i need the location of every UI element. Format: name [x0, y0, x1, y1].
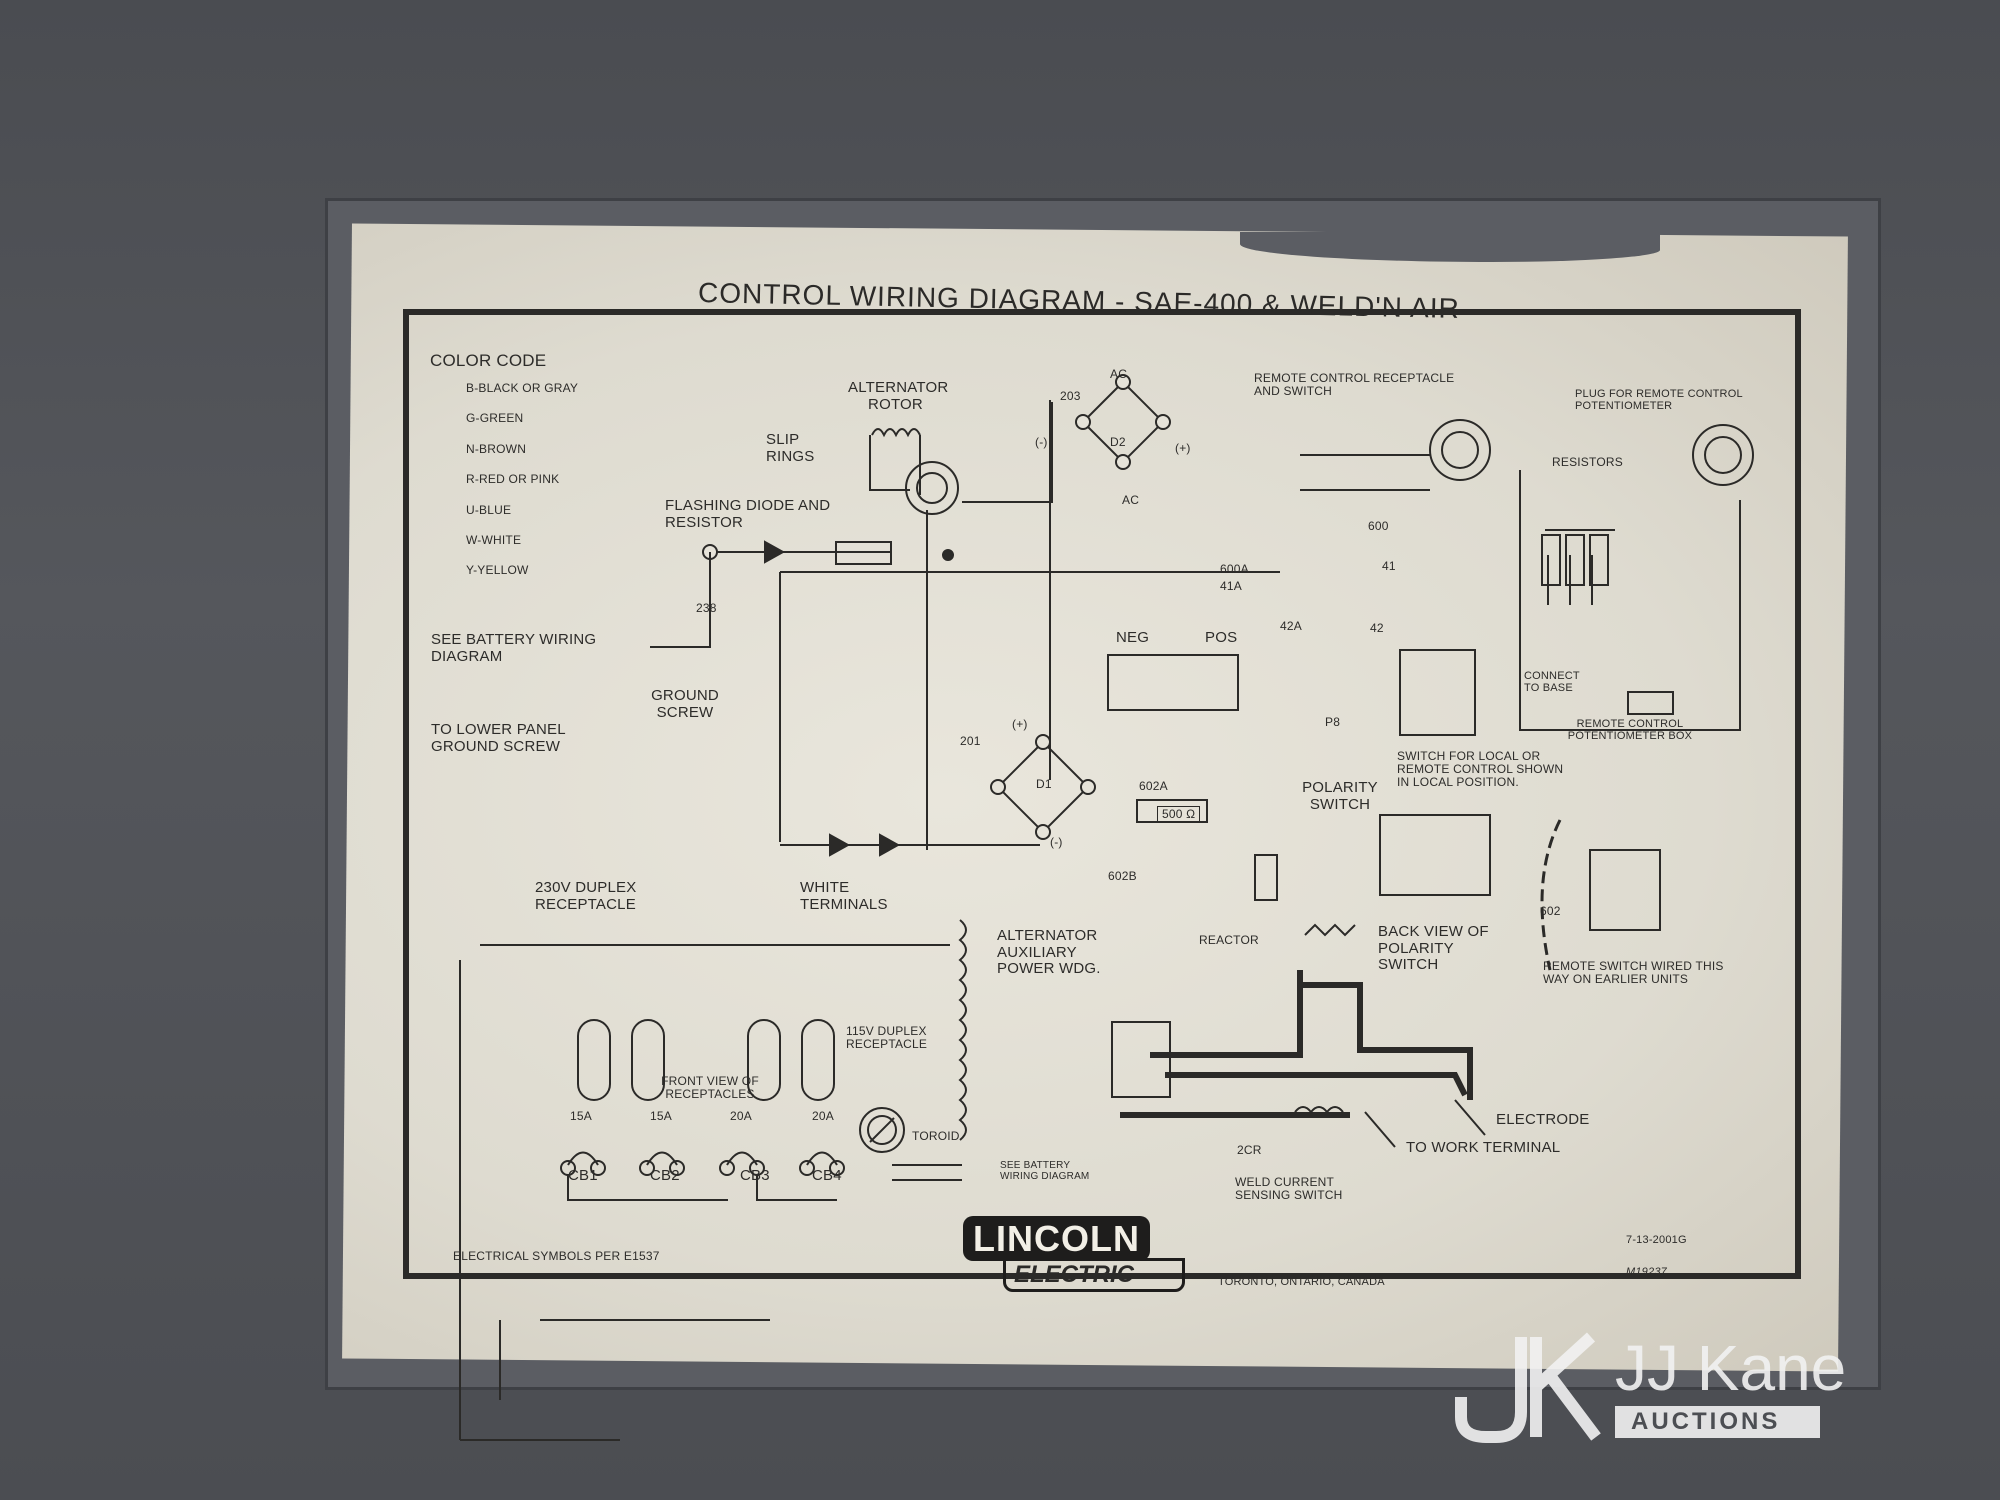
wire-203: 203	[1060, 389, 1081, 403]
breaker-name: CB3	[740, 1167, 770, 1184]
bridge-d2	[1081, 380, 1165, 464]
resistors-label: RESISTORS	[1552, 455, 1623, 469]
polarity-switch-label: POLARITY SWITCH	[1302, 779, 1378, 813]
ground-screw-label: GROUND SCREW	[651, 687, 719, 721]
breaker-rating: 15A	[570, 1109, 592, 1123]
rotor-coil	[869, 428, 921, 495]
electrode-label: ELECTRODE	[1496, 1111, 1590, 1128]
terminal-block	[1111, 1021, 1171, 1098]
wire-41: 41	[1382, 559, 1396, 573]
remote-receptacle	[1429, 419, 1491, 481]
breaker-name: CB2	[650, 1167, 680, 1184]
aux-power-label: ALTERNATOR AUXILIARY POWER WDG.	[997, 927, 1101, 977]
plus-terminal-label: (+)	[1175, 441, 1191, 455]
diagram-border	[403, 309, 1801, 1279]
weld-sensing-label: WELD CURRENT SENSING SWITCH	[1235, 1175, 1343, 1203]
wire-238: 238	[696, 601, 717, 615]
color-code-item: G-GREEN	[466, 411, 524, 425]
jj-kane-watermark: JJ Kane AUCTIONS	[1441, 1327, 1846, 1447]
d2-label: D2	[1110, 435, 1126, 449]
resistor-500-label: 500 Ω	[1157, 806, 1201, 824]
slip-ring-inner	[916, 472, 948, 504]
watermark-sub: AUCTIONS	[1615, 1406, 1821, 1438]
remote-receptacle-label: REMOTE CONTROL RECEPTACLE AND SWITCH	[1254, 371, 1455, 399]
receptacle-230-a	[577, 1019, 611, 1101]
color-code-item: Y-YELLOW	[466, 563, 529, 577]
receptacle-115-a	[747, 1019, 781, 1101]
wire-600a: 600A	[1220, 562, 1249, 576]
wire-42a: 42A	[1280, 619, 1302, 633]
watermark-name: JJ Kane	[1615, 1332, 1847, 1404]
remote-earlier-label: REMOTE SWITCH WIRED THIS WAY ON EARLIER …	[1543, 959, 1724, 987]
logo-line2: ELECTRIC	[1003, 1258, 1185, 1292]
white-terminals-label: WHITE TERMINALS	[800, 879, 888, 913]
color-code-item: N-BROWN	[466, 442, 527, 456]
color-code-item: B-BLACK OR GRAY	[466, 381, 579, 395]
wire-602b: 602B	[1108, 869, 1137, 883]
wire-41a: 41A	[1220, 579, 1242, 593]
ac-terminal-label: AC	[1110, 367, 1128, 381]
connect-base-label: CONNECT TO BASE	[1524, 670, 1580, 695]
logo-line1: LINCOLN	[963, 1216, 1150, 1261]
jj-kane-logo-icon	[1455, 1332, 1601, 1443]
breaker-name: CB1	[568, 1167, 598, 1184]
breaker-rating: 20A	[812, 1109, 834, 1123]
receptacle-230-b	[631, 1019, 665, 1101]
toroid-label: TOROID	[912, 1129, 960, 1143]
p8-label: P8	[1325, 715, 1341, 729]
wire-42: 42	[1370, 621, 1384, 635]
plus-terminal-label: (+)	[1012, 717, 1028, 731]
neg-label: NEG	[1116, 629, 1150, 646]
see-battery-label: SEE BATTERY WIRING DIAGRAM	[431, 631, 597, 665]
flashing-diode-label: FLASHING DIODE AND RESISTOR	[665, 497, 831, 531]
date-code: 7-13-2001G	[1626, 1234, 1687, 1246]
symbols-note: ELECTRICAL SYMBOLS PER E1537	[453, 1249, 660, 1263]
lincoln-electric-logo: LINCOLN ELECTRIC	[963, 1216, 1185, 1292]
wire-602a: 602A	[1139, 779, 1168, 793]
breaker-rating: 20A	[730, 1109, 752, 1123]
work-terminal-label: TO WORK TERMINAL	[1406, 1139, 1561, 1156]
color-code-item: R-RED OR PINK	[466, 472, 560, 486]
slip-rings-label: SLIP RINGS	[766, 431, 815, 465]
wire-201: 201	[960, 734, 981, 748]
slip-ring-outer	[905, 461, 959, 515]
color-code-item: W-WHITE	[466, 533, 522, 547]
local-switch-label: SWITCH FOR LOCAL OR REMOTE CONTROL SHOWN…	[1397, 749, 1564, 790]
duplex-230-label: 230V DUPLEX RECEPTACLE	[535, 879, 637, 913]
duplex-115-label: 115V DUPLEX RECEPTACLE	[846, 1024, 928, 1052]
color-code-heading: COLOR CODE	[430, 351, 547, 370]
color-code-item: U-BLUE	[466, 503, 512, 517]
ac-terminal-label: AC	[1122, 493, 1140, 507]
minus-terminal-label: (-)	[1035, 435, 1048, 449]
location-text: TORONTO, ONTARIO, CANADA	[1218, 1276, 1385, 1288]
cr2-label: 2CR	[1237, 1143, 1262, 1157]
receptacle-115-b	[801, 1019, 835, 1101]
plug-remote-label: PLUG FOR REMOTE CONTROL POTENTIOMETER	[1575, 388, 1743, 413]
toroid	[859, 1107, 905, 1153]
part-number: M19237	[1626, 1266, 1667, 1278]
local-remote-switch	[1399, 649, 1476, 736]
see-battery-small-label: SEE BATTERY WIRING DIAGRAM	[1000, 1160, 1090, 1182]
d1-label: D1	[1036, 777, 1052, 791]
remote-plug	[1692, 424, 1754, 486]
lower-panel-label: TO LOWER PANEL GROUND SCREW	[431, 721, 566, 755]
polarity-switch-block	[1107, 654, 1239, 711]
front-view-label: FRONT VIEW OF RECEPTACLES	[661, 1074, 759, 1102]
reactor-coil	[1304, 923, 1356, 937]
wire-600: 600	[1368, 519, 1389, 533]
pos-label: POS	[1205, 629, 1238, 646]
reactor-label: REACTOR	[1199, 933, 1259, 947]
back-view-label: BACK VIEW OF POLARITY SWITCH	[1378, 923, 1489, 973]
breaker-name: CB4	[812, 1167, 842, 1184]
polarity-switch-back	[1379, 814, 1491, 896]
wire-602: 602	[1540, 904, 1561, 918]
breaker-rating: 15A	[650, 1109, 672, 1123]
circuit-breakers	[560, 1151, 845, 1201]
alternator-rotor-label: ALTERNATOR ROTOR	[848, 379, 949, 413]
minus-terminal-label: (-)	[1050, 835, 1063, 849]
pot-box-label: REMOTE CONTROL POTENTIOMETER BOX	[1567, 718, 1693, 743]
